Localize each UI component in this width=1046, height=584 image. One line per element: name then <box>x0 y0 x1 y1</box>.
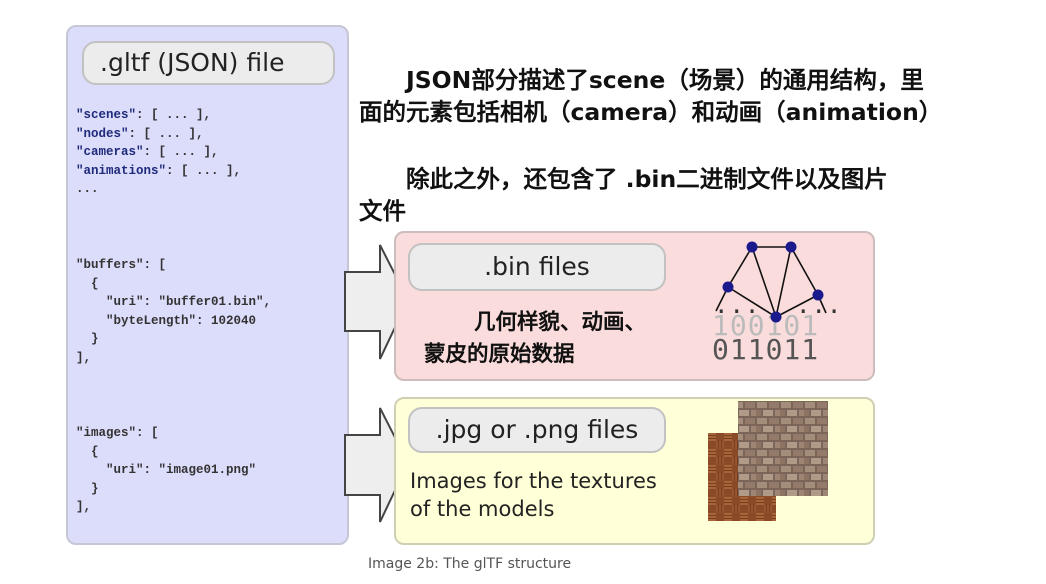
texture-thumbnails-icon <box>708 401 828 521</box>
bin-desc-line-1: 几何样貌、动画、 <box>474 310 647 335</box>
gltf-code-value: : [ ... ], <box>128 126 204 141</box>
figure-caption: Image 2b: The glTF structure <box>368 556 572 572</box>
gltf-code-key: "nodes" <box>76 126 129 141</box>
bin-files-panel: .bin files 几何样貌、动画、 蒙皮的原始数据 100101 01101… <box>394 231 875 381</box>
gltf-json-panel: .gltf (JSON) file "scenes": [ ... ], "no… <box>66 25 349 545</box>
gltf-code-value: : [ ... ], <box>136 108 212 122</box>
headline-line-1: JSON部分描述了scene（场景）的通用结构，里 <box>359 66 924 94</box>
headline-line-4: 文件 <box>359 197 406 225</box>
gltf-code-top-level-keys: "scenes": [ ... ], "nodes": [ ... ], "ca… <box>76 106 241 199</box>
gltf-json-title: .gltf (JSON) file <box>82 41 335 85</box>
image-files-panel: .jpg or .png files Images for the textur… <box>394 397 875 545</box>
gltf-code-value: : [ ... ], <box>143 145 219 160</box>
image-desc-line-1: Images for the textures <box>410 469 657 493</box>
gltf-code-key: "cameras" <box>76 145 144 160</box>
gltf-code-line: "animations": [ ... ], <box>76 164 241 178</box>
headline-line-3: 除此之外，还包含了 .bin二进制文件以及图片 <box>359 165 888 193</box>
gltf-code-line: "cameras": [ ... ], <box>76 145 219 159</box>
binary-row-bottom: 011011 <box>712 333 820 366</box>
image-desc-line-2: of the models <box>410 497 555 521</box>
gltf-code-line: "nodes": [ ... ], <box>76 127 204 141</box>
gltf-code-value: ... <box>76 182 99 197</box>
dots-left: ... <box>714 291 761 319</box>
gltf-code-buffers: "buffers": [ { "uri": "buffer01.bin", "b… <box>76 258 272 365</box>
gltf-code-line: ... <box>76 182 99 196</box>
gltf-code-key: "scenes" <box>76 108 137 122</box>
gltf-code-images: "images": [ { "uri": "image01.png" } ], <box>76 426 257 515</box>
binary-row-top: 100101 <box>712 309 820 342</box>
mesh-graph-icon <box>715 241 827 323</box>
image-files-title: .jpg or .png files <box>408 407 666 453</box>
headline-line-2: 面的元素包括相机（camera）和动画（animation） <box>359 98 943 126</box>
gltf-code-key: "animations" <box>76 163 167 178</box>
bin-files-title: .bin files <box>408 243 666 291</box>
gltf-code-line: "scenes": [ ... ], <box>76 108 211 122</box>
gltf-code-value: : [ ... ], <box>166 163 242 178</box>
bin-desc-line-2: 蒙皮的原始数据 <box>424 342 575 367</box>
